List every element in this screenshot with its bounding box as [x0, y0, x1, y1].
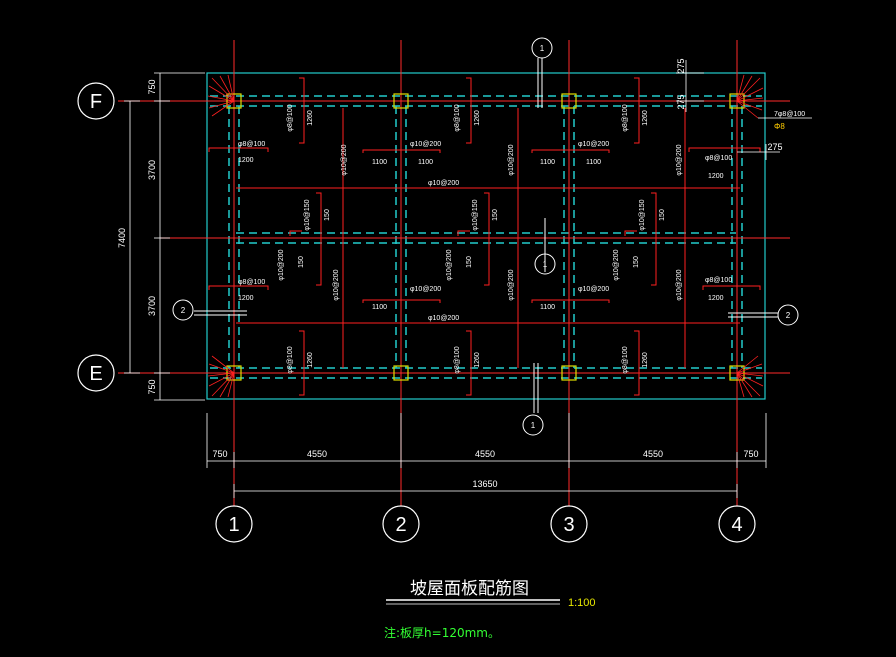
axis-label-f: F: [90, 91, 102, 113]
dim-bottom-750-left: 750: [212, 449, 227, 459]
dim-top-right-275-a: 275: [676, 58, 686, 73]
rebar-label: 1200: [238, 295, 254, 302]
rebar-annotations-horizontal: φ8@100 1200 φ8@100 1200 φ8@100 1200 φ8@1…: [238, 141, 732, 322]
rebar-label: 1260: [307, 352, 314, 368]
dim-left-3700-upper: 3700: [147, 160, 157, 180]
rebar-label: φ8@100: [287, 104, 294, 131]
dim-bottom-4550-a: 4550: [307, 449, 327, 459]
rebar-label: φ10@200: [676, 269, 683, 300]
dim-top-right-275-b: 275: [676, 94, 686, 109]
section-mark-center: 1: [543, 260, 548, 269]
rebar-label: 1260: [474, 352, 481, 368]
rebar-label: 150: [298, 256, 305, 268]
section-mark-bottom: 1: [531, 421, 536, 430]
rebar-label: 1100: [540, 159, 555, 166]
dim-left-750-bottom: 750: [147, 379, 157, 394]
corner-bars-note: Φ8: [774, 122, 785, 131]
rebar-label: φ8@100: [454, 346, 461, 373]
rebar-label: φ10@200: [613, 249, 620, 280]
rebar-label: 1260: [307, 110, 314, 126]
rebar-label: φ10@150: [639, 199, 646, 230]
rebar-label: 1260: [642, 352, 649, 368]
dim-bottom-4550-b: 4550: [475, 449, 495, 459]
rebar-label: 150: [324, 209, 331, 221]
rebar-label: 1100: [418, 159, 433, 166]
corner-bars-label: 7φ8@100: [774, 111, 805, 118]
drawing-title: 坡屋面板配筋图: [410, 579, 529, 599]
slab-thickness-note: 注:板厚h=120mm。: [384, 625, 500, 640]
dim-right-275: 275: [767, 142, 782, 152]
rebar-label: φ10@200: [508, 269, 515, 300]
dim-left-total: 7400: [117, 228, 127, 248]
axis-label-3: 3: [563, 514, 574, 536]
dim-bottom-total: 13650: [472, 479, 497, 489]
rebar-label: φ8@100: [705, 155, 732, 162]
dim-bottom-4550-c: 4550: [643, 449, 663, 459]
rebar-label: φ10@150: [304, 199, 311, 230]
section-marks: [172, 37, 799, 436]
rebar-label: φ10@200: [578, 141, 609, 148]
rebar-label: 1100: [540, 304, 555, 311]
section-mark-top: 1: [540, 44, 545, 53]
rebar-label: 150: [633, 256, 640, 268]
rebar-label: φ10@200: [428, 180, 459, 187]
dim-left-3700-lower: 3700: [147, 296, 157, 316]
rebar-annotations: φ8@100 1260 φ8@100 1260 φ8@100 1260 φ8@1…: [278, 104, 683, 373]
rebar-label: φ10@200: [333, 269, 340, 300]
corner-fan-bars: [207, 74, 764, 398]
dimension-lines: [124, 60, 812, 498]
rebar-label: φ8@100: [238, 279, 265, 286]
rebar-label: 1260: [474, 110, 481, 126]
rebar-label: 1100: [372, 304, 387, 311]
axis-label-e: E: [89, 363, 102, 385]
slab-outline: [206, 72, 766, 400]
rebar-label: φ10@200: [410, 141, 441, 148]
rebar-label: φ8@100: [622, 104, 629, 131]
section-mark-right: 2: [786, 311, 791, 320]
dim-left-750-top: 750: [147, 79, 157, 94]
rebar-label: φ10@150: [472, 199, 479, 230]
axis-label-2: 2: [395, 514, 406, 536]
rebar-label: φ8@100: [454, 104, 461, 131]
rebar-label: φ8@100: [238, 141, 265, 148]
rebar-label: 150: [492, 209, 499, 221]
rebar-label: φ10@200: [578, 286, 609, 293]
rebar-label: φ10@200: [428, 315, 459, 322]
rebar-label: 150: [466, 256, 473, 268]
rebar-label: φ8@100: [622, 346, 629, 373]
rebar-label: φ10@200: [508, 144, 515, 175]
rebar-label: φ10@200: [341, 144, 348, 175]
rebar-label: 1100: [586, 159, 601, 166]
rebar-label: φ10@200: [676, 144, 683, 175]
rebar-label: φ10@200: [446, 249, 453, 280]
rebar-label: φ8@100: [705, 277, 732, 284]
axis-label-4: 4: [731, 514, 742, 536]
columns: [226, 93, 745, 381]
axis-bubbles: [77, 82, 756, 543]
axis-label-1: 1: [228, 514, 239, 536]
rebar-label: 1100: [372, 159, 387, 166]
drawing-scale: 1:100: [568, 597, 596, 609]
rebar-label: φ8@100: [287, 346, 294, 373]
rebar-label: 1200: [238, 157, 254, 164]
rebar-label: 1200: [708, 295, 724, 302]
section-mark-left: 2: [181, 306, 186, 315]
rebar-label: φ10@200: [278, 249, 285, 280]
rebar-label: 1260: [642, 110, 649, 126]
rebar-label: 150: [659, 209, 666, 221]
dim-bottom-750-right: 750: [743, 449, 758, 459]
rebar-lines: [208, 77, 761, 396]
rebar-label: 1200: [708, 173, 724, 180]
rebar-label: φ10@200: [410, 286, 441, 293]
